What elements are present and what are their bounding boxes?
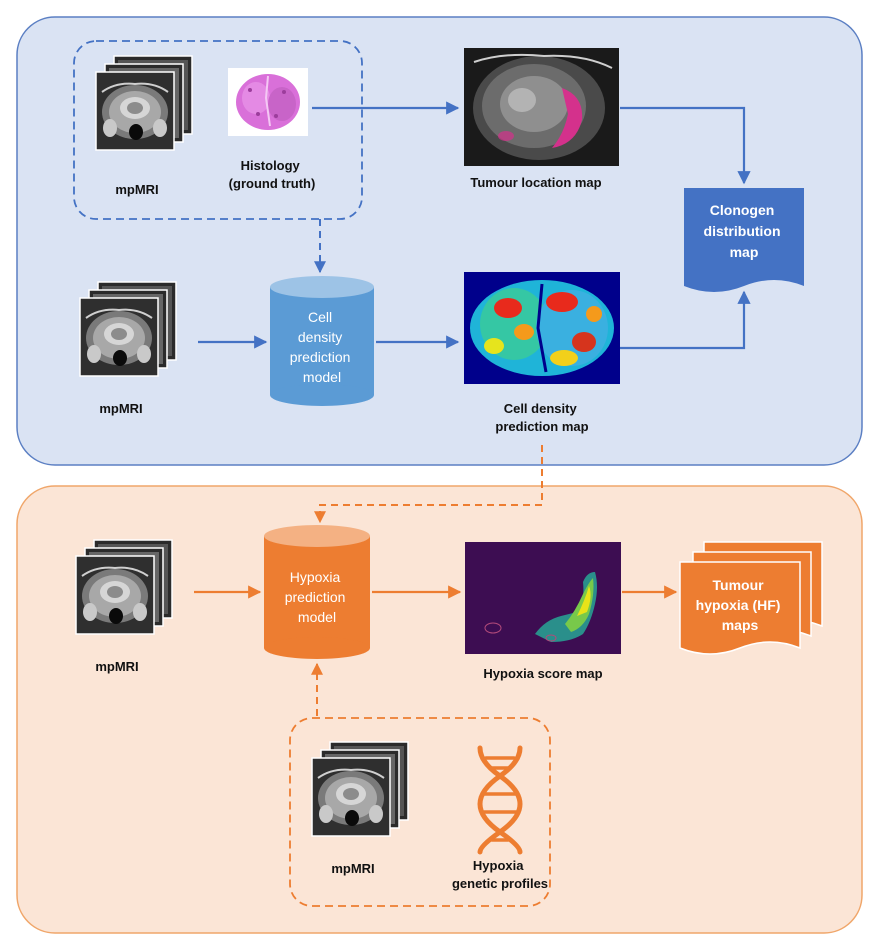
genetic-group — [289, 717, 551, 907]
cell-density-map-label: Cell density prediction map — [495, 401, 588, 434]
hypoxia-model-line-3: model — [298, 609, 336, 625]
genetic-profiles-label: Hypoxia genetic profiles — [452, 858, 548, 891]
mpmri-label-b: mpMRI — [99, 401, 142, 416]
arrow-cell-map-to-clonogen — [620, 290, 751, 350]
histology-line-2: (ground truth) — [229, 176, 316, 191]
cell-model-line-1: Cell — [308, 309, 332, 325]
genetic-line-1: Hypoxia — [473, 858, 524, 873]
histology-label: Histology (ground truth) — [229, 158, 316, 191]
cell-map-line-1: Cell density — [504, 401, 578, 416]
mpmri-label-c: mpMRI — [95, 659, 138, 674]
tumour-location-label: Tumour location map — [470, 175, 601, 190]
mri-stack-icon — [76, 540, 172, 634]
orange-panel — [16, 485, 863, 934]
histology-icon — [228, 68, 308, 136]
arrow-cell-map-to-hypoxia-model — [314, 445, 543, 524]
hypoxia-model-cylinder — [264, 525, 370, 659]
genetic-line-2: genetic profiles — [452, 876, 548, 891]
clonogen-line-1: Clonogen — [710, 202, 775, 218]
mri-stack-icon — [96, 56, 192, 150]
hypoxia-score-image — [465, 542, 621, 654]
cell-map-line-2: prediction map — [495, 419, 588, 434]
tumour-hypoxia-label: Tumour hypoxia (HF) maps — [696, 577, 785, 633]
tumour-hypoxia-line-1: Tumour — [713, 577, 765, 593]
cell-model-line-3: prediction — [290, 349, 351, 365]
mpmri-label-a: mpMRI — [115, 182, 158, 197]
dna-icon — [477, 745, 523, 855]
tumour-hypoxia-line-3: maps — [722, 617, 759, 633]
hypoxia-model-line-1: Hypoxia — [290, 569, 341, 585]
mpmri-label-d: mpMRI — [331, 861, 374, 876]
clonogen-label: Clonogen distribution map — [704, 202, 785, 260]
tumour-hypoxia-docs — [679, 541, 823, 655]
histology-line-1: Histology — [241, 158, 301, 173]
clonogen-line-3: map — [730, 244, 759, 260]
hypoxia-model-line-2: prediction — [285, 589, 346, 605]
ground-truth-group — [73, 40, 363, 220]
clonogen-line-2: distribution — [704, 223, 781, 239]
cell-model-line-2: density — [298, 329, 342, 345]
cell-density-image — [464, 272, 620, 384]
arrow-tumour-to-clonogen — [620, 106, 751, 185]
cell-density-model-cylinder — [270, 276, 374, 406]
clonogen-doc-shape — [684, 188, 804, 292]
cell-density-model-label: Cell density prediction model — [290, 309, 355, 385]
cell-model-line-4: model — [303, 369, 341, 385]
hypoxia-model-label: Hypoxia prediction model — [285, 569, 350, 625]
mri-stack-icon — [80, 282, 176, 376]
hypoxia-score-label: Hypoxia score map — [483, 666, 602, 681]
tumour-location-image — [464, 48, 619, 166]
tumour-hypoxia-line-2: hypoxia (HF) — [696, 597, 781, 613]
mri-stack-icon — [312, 742, 408, 836]
